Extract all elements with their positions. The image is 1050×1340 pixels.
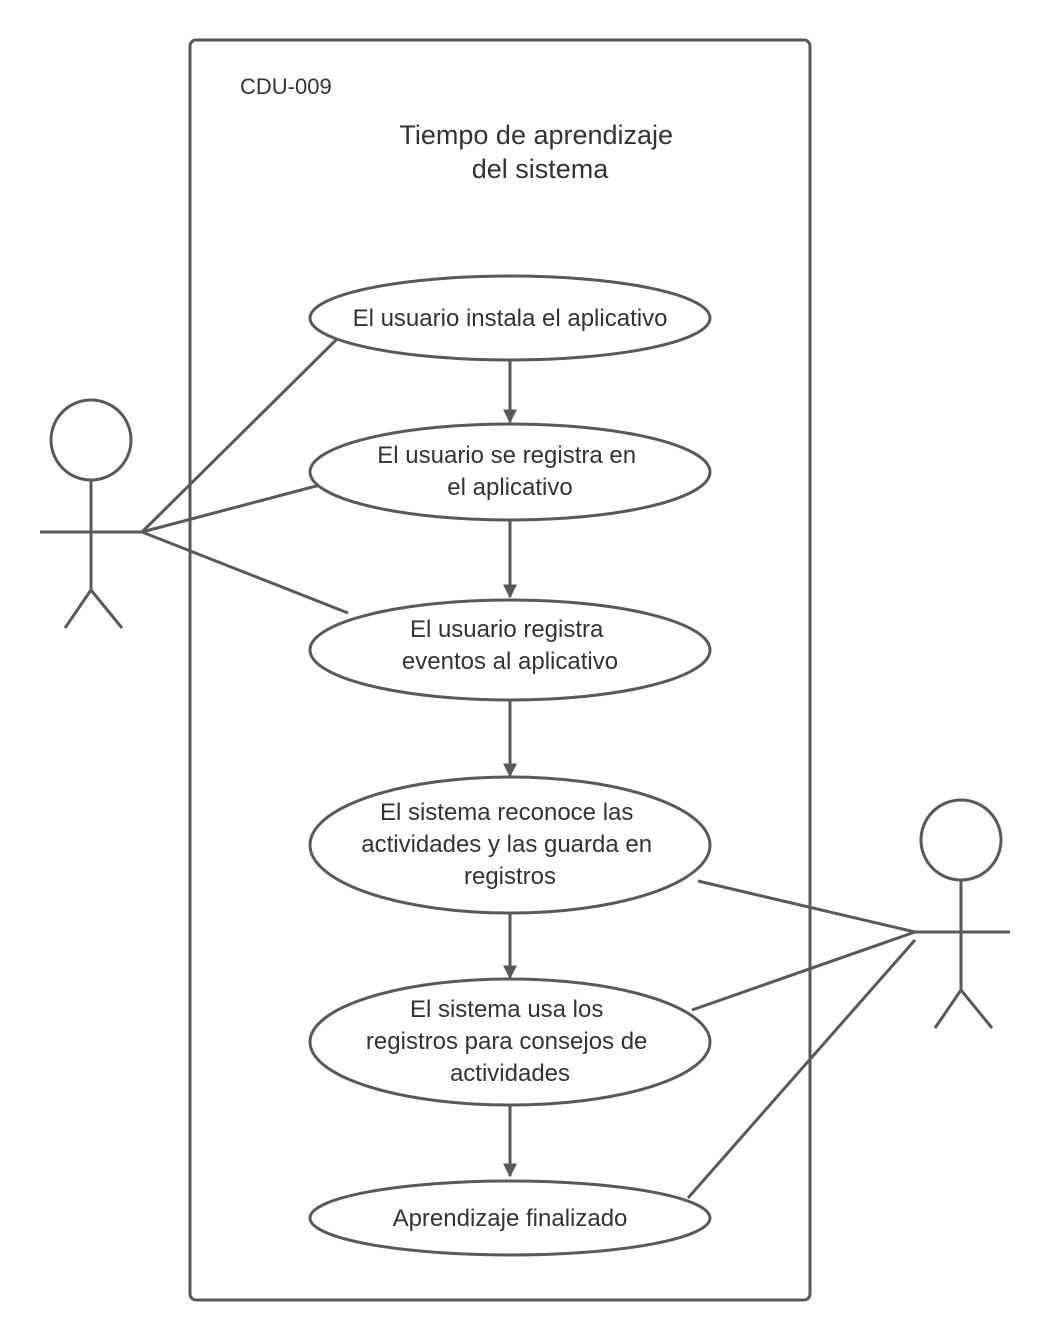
use-case-install[interactable]: El usuario instala el aplicativo [308, 274, 712, 362]
association-left-uc1 [140, 336, 340, 534]
use-case-register-label: El usuario se registra en el aplicativo [377, 442, 642, 501]
use-case-install-label: El usuario instala el aplicativo [353, 305, 668, 332]
use-case-register-events-label: El usuario registra eventos al aplicativ… [402, 616, 618, 675]
use-case-code: CDU-009 [240, 74, 332, 99]
use-case-install-shape [308, 274, 712, 362]
system-title-line-2: del sistema [472, 154, 610, 184]
use-case-finished-shape [308, 1179, 712, 1257]
use-case-register-events-shape [308, 598, 712, 702]
association-right-uc5 [691, 930, 916, 1012]
actor-left-icon[interactable] [40, 398, 142, 629]
associations [140, 336, 917, 1199]
system-title: Tiempo de aprendizaje del sistema [399, 120, 680, 184]
association-left-uc2 [141, 483, 321, 534]
system-boundary [188, 38, 812, 1302]
actor-left-leg-left [63, 589, 93, 629]
use-case-advice-shape [308, 977, 712, 1107]
system-title-line-1: Tiempo de aprendizaje [399, 120, 673, 150]
use-case-register[interactable]: El usuario se registra en el aplicativo [308, 422, 712, 522]
use-case-advice[interactable]: El sistema usa los registros para consej… [308, 977, 712, 1107]
use-case-register-shape [308, 422, 712, 522]
use-case-advice-label: El sistema usa los registros para consej… [366, 996, 654, 1087]
use-case-finished[interactable]: Aprendizaje finalizado [308, 1179, 712, 1257]
association-left-uc3 [141, 530, 349, 615]
use-case-recognize-activities[interactable]: El sistema reconoce las actividades y la… [308, 775, 712, 915]
association-right-uc6 [686, 939, 917, 1199]
actor-right-icon[interactable] [910, 798, 1010, 1029]
use-case-register-events[interactable]: El usuario registra eventos al aplicativ… [308, 598, 712, 702]
use-case-recognize-activities-shape [308, 775, 712, 915]
actor-left-leg-right [89, 589, 124, 629]
actor-right-head [919, 798, 1003, 882]
association-right-uc4 [697, 879, 916, 934]
actor-right-leg-right [959, 989, 994, 1029]
actor-right-leg-left [933, 989, 963, 1029]
use-case-recognize-activities-label: El sistema reconoce las actividades y la… [361, 799, 659, 890]
use-case-finished-label: Aprendizaje finalizado [393, 1205, 628, 1232]
actor-left-head [49, 398, 133, 482]
